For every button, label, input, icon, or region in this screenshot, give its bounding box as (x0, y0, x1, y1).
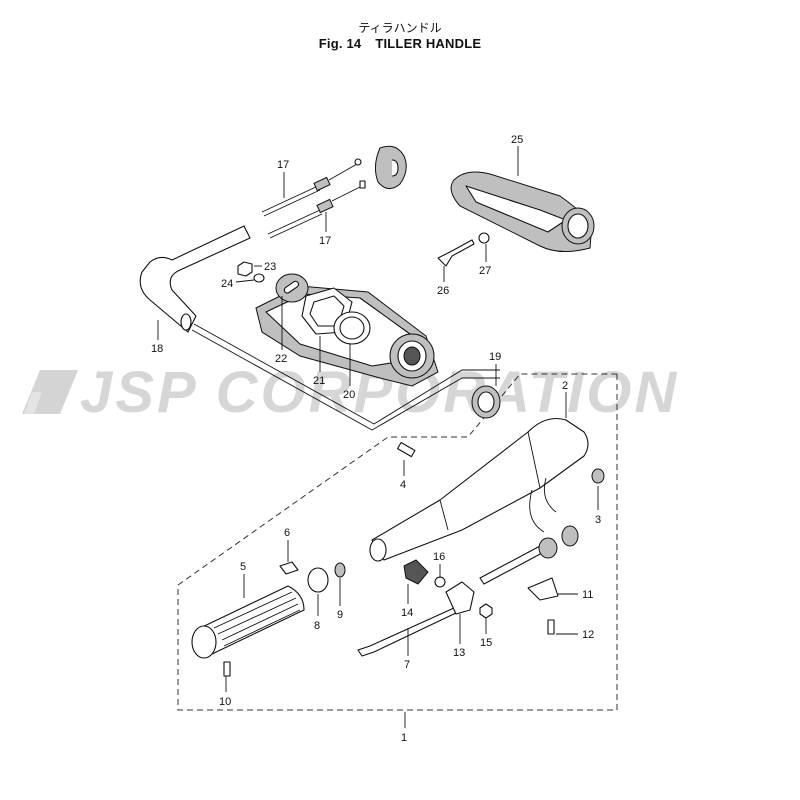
callout-4: 4 (400, 479, 406, 491)
screw-10 (223, 661, 231, 677)
throttle-arm (139, 225, 251, 333)
callout-22: 22 (275, 353, 287, 365)
leader-lines (157, 146, 599, 728)
callout-18: 18 (151, 343, 163, 355)
callout-11: 11 (582, 589, 593, 601)
figure-title: Fig. 14 TILLER HANDLE (0, 36, 800, 51)
callout-25: 25 (511, 134, 523, 146)
callout-13: 13 (453, 647, 465, 659)
callout-23: 23 (264, 261, 276, 273)
cap-3 (591, 468, 605, 484)
screw-4 (397, 441, 416, 458)
callout-2: 2 (562, 380, 568, 392)
callout-1: 1 (401, 732, 407, 744)
callout-26: 26 (437, 285, 449, 297)
figure-title-english: TILLER HANDLE (375, 36, 482, 51)
nut-23 (237, 261, 253, 277)
callout-16: 16 (433, 551, 445, 563)
callout-6: 6 (284, 527, 290, 539)
callout-labels: 1 2 3 4 5 6 7 8 9 10 11 12 13 14 15 16 1… (151, 134, 601, 744)
cable-clip (374, 145, 407, 189)
knob-14 (403, 559, 429, 585)
plate-6 (279, 561, 299, 575)
callout-21: 21 (313, 375, 325, 387)
callout-3: 3 (595, 514, 601, 526)
nut-15 (479, 603, 493, 619)
bolt-26 (437, 239, 475, 267)
collar-8 (307, 567, 329, 593)
callout-7: 7 (404, 659, 410, 671)
throttle-cable-upper (261, 158, 362, 217)
callout-19: 19 (489, 351, 501, 363)
callout-14: 14 (401, 607, 413, 619)
washer-16 (434, 576, 446, 588)
friction-block (445, 581, 475, 615)
callout-17-lower: 17 (319, 235, 331, 247)
callout-10: 10 (219, 696, 231, 708)
assembly-boundary (177, 373, 618, 711)
switch-fitting (538, 537, 558, 559)
callout-5: 5 (240, 561, 246, 573)
callout-20: 20 (343, 389, 355, 401)
callout-8: 8 (314, 620, 320, 632)
callout-15: 15 (480, 637, 492, 649)
screw-12 (547, 619, 555, 635)
washer-24 (253, 273, 265, 283)
clip-11 (527, 577, 559, 601)
tiller-body (371, 417, 589, 561)
title-japanese: ティラハンドル (358, 21, 442, 35)
callout-12: 12 (582, 629, 594, 641)
callout-9: 9 (337, 609, 343, 621)
callout-27: 27 (479, 265, 491, 277)
throttle-grip (191, 585, 305, 659)
callout-17-upper: 17 (277, 159, 289, 171)
figure-number: Fig. 14 (318, 36, 362, 51)
washer-9 (334, 562, 346, 578)
handle-bracket (450, 171, 595, 252)
callout-24: 24 (221, 278, 233, 290)
throttle-cable-lower (267, 180, 366, 239)
washer-27 (478, 232, 490, 244)
